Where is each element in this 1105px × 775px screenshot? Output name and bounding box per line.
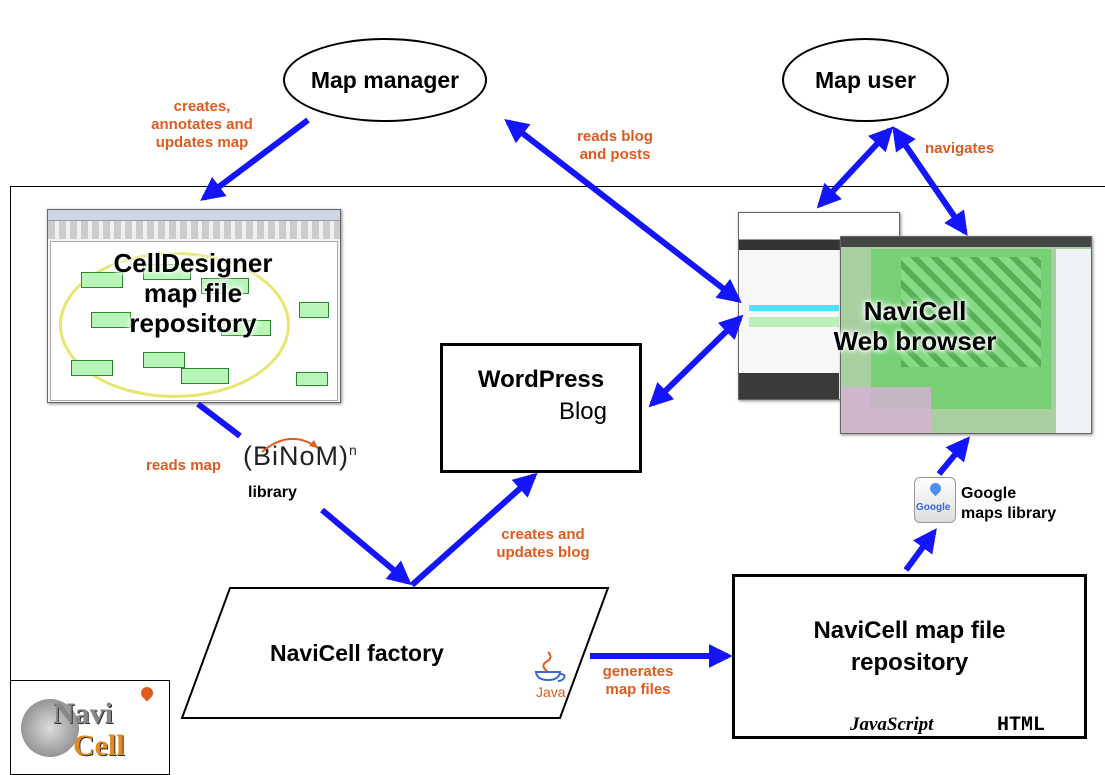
map-repository-label: NaviCell map file repository (813, 617, 1006, 676)
arrow-binom-to-factory (320, 507, 412, 586)
edge-label-creates-blog: creates and updates blog (496, 526, 590, 561)
binom-caption: library (248, 484, 297, 501)
wordpress-blog-box: WordPress Blog (440, 343, 642, 473)
arrow-user-map (892, 126, 968, 236)
navicell-map-screenshot (840, 236, 1092, 434)
navicell-logo-box: Navi Cell (10, 680, 170, 775)
line-celldesigner-to-binom (196, 401, 242, 439)
navicell-web-browser-label: NaviCell Web browser (833, 296, 997, 356)
map-side-panel (1056, 249, 1091, 433)
wordpress-title: WordPress (477, 366, 605, 393)
celldesigner-toolbar (48, 221, 340, 239)
celldesigner-repository-label: CellDesigner map file repository (113, 248, 273, 338)
celldesigner-canvas (50, 241, 338, 401)
google-maps-icon: Google (914, 477, 956, 523)
factory-parallelogram (180, 587, 610, 719)
logo-circle-icon (21, 699, 79, 757)
arrow-factory-to-wordpress (410, 472, 538, 588)
species-node (71, 360, 113, 376)
map-titlebar (841, 237, 1091, 247)
logo-text-bottom: Cell (73, 729, 125, 762)
map-manager-label: Map manager (310, 66, 460, 93)
java-cup-icon (534, 651, 566, 682)
species-node (181, 368, 229, 384)
java-logo-text: Java (536, 684, 566, 700)
map-manager-ellipse: Map manager (283, 38, 487, 122)
celldesigner-titlebar (48, 210, 340, 221)
google-logo-text: Google (916, 502, 951, 513)
species-node (299, 302, 329, 318)
google-caption: Google maps library (961, 485, 1057, 522)
java-logo: Java (528, 650, 572, 702)
edge-label-reads-map: reads map (146, 457, 222, 474)
binom-logo: (BiNoM)n (243, 441, 358, 472)
javascript-badge: JavaScript (850, 714, 934, 735)
map-region (901, 257, 1041, 367)
blog-footer (739, 373, 839, 399)
edge-label-generates: generates map files (602, 663, 674, 698)
logo-text-top: Navi (53, 697, 113, 730)
map-region (841, 387, 931, 433)
map-user-ellipse: Map user (782, 38, 949, 122)
blog-header (739, 213, 899, 240)
factory-label: NaviCell factory (270, 640, 444, 666)
species-node (143, 352, 185, 368)
map-repository-box: NaviCell map file repository JavaScript … (732, 574, 1087, 739)
arrow-user-blog (816, 126, 894, 209)
arrow-google-to-repository (903, 528, 937, 572)
celldesigner-screenshot (47, 209, 341, 403)
blog-highlight (749, 305, 839, 311)
html-badge: HTML (997, 714, 1046, 737)
compartment-ellipse (59, 252, 290, 398)
species-node (81, 272, 123, 288)
species-node (221, 320, 271, 336)
species-node (296, 372, 328, 386)
binom-superscript: n (349, 442, 358, 458)
map-user-label: Map user (815, 66, 916, 93)
arrow-manager-browser (504, 119, 742, 303)
wordpress-subtitle: Blog (558, 398, 607, 425)
species-node (143, 264, 191, 280)
arrow-browser-wordpress (648, 314, 744, 408)
species-node (201, 278, 249, 294)
arrow-google-to-browser (936, 436, 971, 476)
blog-highlight (749, 317, 839, 327)
blog-navbar (739, 240, 899, 250)
binom-logo-text: (BiNoM) (243, 441, 349, 471)
edge-label-creates-annotates: creates, annotates and updates map (151, 98, 253, 151)
arrow-manager-to-celldesigner (200, 117, 310, 201)
species-node (91, 312, 131, 328)
